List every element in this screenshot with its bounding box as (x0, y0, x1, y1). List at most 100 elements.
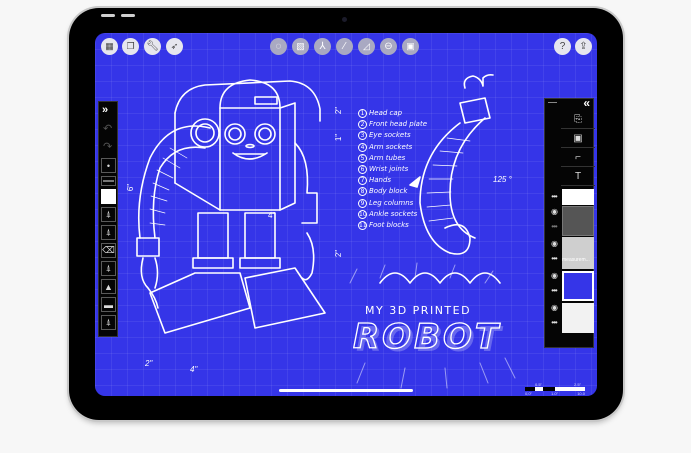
scale-bar-graphic (525, 387, 585, 391)
shortcuts-button[interactable]: ➶ (166, 38, 183, 55)
layer-blue[interactable] (562, 271, 594, 301)
scale-label: 1.0" (551, 391, 559, 396)
add-text-icon: T (574, 171, 582, 182)
angle-guide-button[interactable]: ◿ (358, 38, 375, 55)
layer-sketch[interactable] (562, 206, 594, 236)
eraser-icon: ⌫ (102, 245, 115, 255)
add-page-button[interactable]: ⎘ (561, 111, 595, 129)
line-guide-button[interactable]: ⁄ (336, 38, 353, 55)
eraser-tool[interactable]: ⌫ (101, 243, 116, 258)
layer-visibility-toggle[interactable]: ◉ (551, 271, 558, 280)
marker-icon: ⍋ (105, 263, 112, 273)
grid-icon: ▦ (105, 41, 114, 51)
fill-pen-tool[interactable]: ▲ (101, 279, 116, 294)
expand-toolbar-button[interactable]: » (102, 104, 109, 116)
front-camera (342, 17, 347, 22)
leg-height-label: 2" (334, 249, 344, 258)
brush-size-button[interactable]: • (101, 158, 116, 173)
color-swatch[interactable] (101, 189, 116, 204)
scale-label: 0.0" (525, 391, 532, 396)
selection-button[interactable]: ◌ (270, 38, 287, 55)
rocket-icon: ➶ (170, 41, 179, 51)
body-width-label: 4" (268, 211, 276, 220)
ellipse-guide-button[interactable]: ⊖ (380, 38, 397, 55)
share-icon: ⇪ (579, 40, 588, 52)
layer-measurements-label: measurem... (562, 257, 590, 263)
pen-icon: ⍋ (105, 227, 112, 237)
perspective-icon: ⅄ (319, 40, 326, 52)
layer-options-button[interactable]: ••• (551, 254, 557, 263)
add-image-icon: ▣ (573, 133, 583, 144)
layer-visibility-toggle[interactable]: ◉ (551, 303, 558, 312)
fill-pen-icon: ▲ (104, 281, 113, 292)
collapse-panel-button[interactable]: « (583, 96, 590, 110)
foot-width-label: 2" (145, 359, 153, 368)
volume-button (121, 14, 135, 17)
volume-button (101, 14, 115, 17)
layer-options-button[interactable]: ••• (551, 318, 557, 327)
settings-button[interactable]: 🔧︎ (144, 38, 161, 55)
layer-paper[interactable] (562, 303, 594, 333)
eye-height-label: 1" (334, 133, 344, 142)
stamp-button[interactable]: ▣ (402, 38, 419, 55)
opacity-slider[interactable] (101, 176, 116, 186)
pencil-icon: ⍋ (105, 209, 112, 219)
redo-button[interactable]: ↷ (103, 141, 113, 153)
layer-options-button[interactable]: ••• (551, 286, 557, 295)
grid-menu-button[interactable]: ▦ (101, 38, 118, 55)
scale-label: 10.0 (577, 391, 585, 396)
fineliner-tool[interactable]: ⍋ (101, 315, 116, 330)
home-indicator[interactable] (279, 389, 413, 392)
layer-visibility-toggle[interactable]: ◉ (551, 207, 558, 216)
hatch-icon: ▧ (296, 41, 305, 51)
angle-icon: ◿ (363, 41, 370, 51)
paint-roller-tool[interactable]: ▬ (101, 297, 116, 312)
base-width-label: 4" (190, 365, 198, 374)
line-icon: ⁄ (343, 40, 346, 52)
add-page-icon: ⎘ (574, 114, 582, 125)
stack-icon: ❐ (126, 41, 135, 51)
layer-measurements[interactable]: measurem... (562, 237, 594, 269)
right-layers-panel: « ⎘ ▣ ⌐ T ••• ◉ ••• measurem... ◉ ••• ◉ … (544, 96, 595, 348)
layer-visibility-toggle[interactable]: ◉ (551, 239, 558, 248)
layer-options-button[interactable]: ••• (551, 222, 557, 231)
share-button[interactable]: ⇪ (575, 38, 592, 55)
layer-white[interactable] (562, 189, 594, 205)
brush-size-icon: • (106, 160, 111, 171)
robot-blueprint-drawing (136, 74, 516, 389)
scale-bar: 0.5" 2.5" 0.0" 1.0" 10.0 (525, 382, 585, 396)
add-image-button[interactable]: ▣ (561, 130, 595, 148)
opacity-bar (103, 180, 114, 182)
pen-tool[interactable]: ⍋ (101, 225, 116, 240)
left-height-label: 6" (126, 183, 136, 192)
fineliner-icon: ⍋ (105, 317, 112, 327)
hatch-fill-button[interactable]: ▧ (292, 38, 309, 55)
canvas-title-small: MY 3D PRINTED (365, 304, 472, 317)
undo-button[interactable]: ↶ (103, 123, 113, 135)
scale-label: 2.5" (574, 382, 581, 387)
stamp-icon: ▣ (406, 41, 415, 51)
layer-options-button[interactable]: ••• (551, 192, 557, 201)
add-shape-button[interactable]: ⌐ (561, 149, 595, 167)
perspective-button[interactable]: ⅄ (314, 38, 331, 55)
panel-drag-handle[interactable] (548, 102, 557, 103)
pencil-tool[interactable]: ⍋ (101, 207, 116, 222)
marker-tool[interactable]: ⍋ (101, 261, 116, 276)
dotted-circle-icon: ◌ (275, 40, 282, 52)
help-button[interactable]: ? (554, 38, 571, 55)
layers-stack-button[interactable]: ❐ (122, 38, 139, 55)
add-text-button[interactable]: T (561, 168, 595, 186)
canvas-title-big: ROBOT (352, 316, 502, 357)
